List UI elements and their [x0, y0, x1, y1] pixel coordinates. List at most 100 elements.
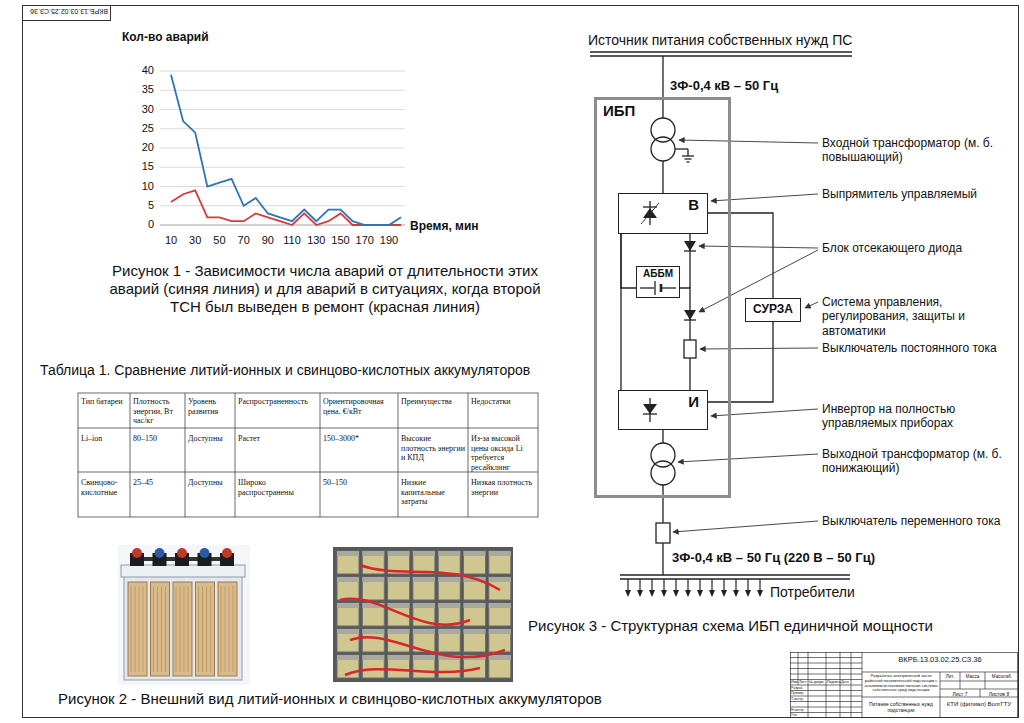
table-cell: Li–ion	[81, 434, 127, 444]
title-block-grid	[840, 652, 841, 718]
battery-photo	[362, 655, 384, 678]
battery-box: АББМ	[636, 266, 680, 298]
battery-photo	[362, 577, 384, 600]
callout-label: Выпрямитель управляемый	[822, 187, 1007, 201]
battery-photo	[413, 655, 435, 660]
battery-photo	[337, 551, 359, 556]
bus-label: Источник питания собственных нужд ПС	[588, 32, 858, 49]
title-block-text: Лист	[799, 680, 808, 684]
title-block-grid	[808, 652, 809, 718]
control-box: СУРЗА	[745, 298, 801, 322]
battery-photo	[388, 655, 410, 660]
title-block-text: Лит.	[941, 674, 959, 679]
load-arrow	[625, 579, 763, 597]
tick-label: 15	[122, 160, 154, 173]
leader-line	[699, 246, 818, 248]
table-cell: 80–150	[133, 434, 182, 444]
battery-photo	[413, 551, 435, 556]
title-block-grid	[940, 689, 1018, 690]
title-block-grid	[940, 672, 941, 718]
title-block-text: Дата	[841, 680, 851, 684]
tick-label: 170	[351, 234, 379, 247]
table-grid	[78, 472, 538, 473]
battery-photo	[489, 629, 511, 652]
battery-photo	[489, 577, 511, 582]
tick-label: 130	[302, 234, 330, 247]
title-block-text: Изм.	[791, 680, 799, 684]
table-caption: Таблица 1. Сравнение литий-ионных и свин…	[40, 362, 590, 379]
wire-connector	[708, 322, 773, 402]
schematic-wiring	[651, 461, 675, 485]
battery-photo	[121, 565, 245, 577]
battery-photo	[438, 629, 460, 652]
battery-photo	[196, 582, 215, 676]
tick-label: 20	[122, 141, 154, 154]
title-block-text: КТИ (филиал) ВолгГТУ	[942, 701, 1016, 708]
table-grid	[185, 393, 186, 517]
wire-connector	[621, 234, 636, 288]
schematic-wiring	[590, 51, 852, 53]
drawing-code: ВКРБ.13.03.02.25.СЗ.36	[864, 655, 1016, 664]
title-block-text: Листов 8	[981, 691, 1017, 697]
battery-photo	[362, 655, 384, 660]
title-block-grid	[826, 652, 827, 718]
callout-label: Инвертор на полностью управляемых прибор…	[822, 402, 1007, 431]
battery-photo	[438, 629, 460, 634]
grid-line	[160, 71, 405, 72]
title-block-text: Утв.	[791, 713, 808, 717]
battery-photo	[135, 586, 136, 672]
table-cell: Из-за высокой цены оксида Li требуется р…	[471, 434, 535, 472]
battery-photo	[388, 577, 410, 582]
sheet-frame	[23, 6, 1019, 718]
table-cell: Распространенность	[238, 397, 317, 407]
tick-label: 40	[122, 64, 154, 77]
title-block-grid	[940, 681, 1018, 682]
schematic-wiring	[651, 137, 675, 161]
battery-photo	[118, 545, 250, 685]
battery-photo	[139, 586, 140, 672]
battery-photo	[489, 655, 511, 660]
title-block-text: Провер.	[791, 691, 808, 695]
stamp-text: ВКРБ.13.03.02.25.СЗ.36	[28, 7, 108, 15]
title-block-text: Подпись	[827, 680, 840, 684]
battery-photo	[438, 551, 460, 556]
title-block-grid	[980, 689, 981, 697]
battery-photo	[413, 629, 435, 634]
title-block-text: Масштаб	[986, 674, 1017, 679]
battery-photo	[337, 629, 359, 652]
table-grid	[78, 393, 538, 517]
table-cell: Доступны	[188, 478, 232, 488]
table-grid	[468, 393, 469, 517]
battery-photo	[202, 586, 203, 672]
table-cell: 50–150	[323, 478, 395, 488]
title-block-text: Н.контр.	[791, 708, 808, 712]
battery-photo	[438, 577, 460, 582]
battery-photo	[464, 629, 486, 652]
battery-photo	[438, 603, 460, 608]
callout-label: Выключатель переменного тока	[822, 514, 1007, 528]
schematic-wiring	[675, 148, 688, 149]
battery-photo	[362, 551, 384, 556]
battery-photo	[413, 577, 435, 582]
battery-photo	[333, 547, 513, 682]
title-block-grid	[791, 653, 1018, 718]
schematic-wiring	[662, 161, 663, 193]
battery-photo	[438, 577, 460, 600]
load-arrow	[673, 590, 679, 597]
table-cell: Низкая плотность энергии	[471, 478, 535, 497]
title-block-text: Т.контр.	[791, 697, 808, 701]
tick-label: 25	[122, 122, 154, 135]
tick-label: 150	[327, 234, 355, 247]
battery-photo	[157, 586, 158, 672]
battery-photo	[489, 551, 511, 574]
callout-label: Выходной трансформатор (м. б. понижающий…	[822, 447, 1007, 476]
battery-photo	[118, 545, 250, 685]
leader-line	[711, 409, 818, 416]
load-arrow	[721, 590, 727, 597]
title-block-grid	[851, 652, 852, 718]
battery-photo	[360, 565, 500, 590]
battery-photo	[155, 548, 165, 558]
sheet-frame	[23, 6, 111, 21]
load-arrow	[697, 590, 703, 597]
wire-connector	[620, 234, 621, 390]
